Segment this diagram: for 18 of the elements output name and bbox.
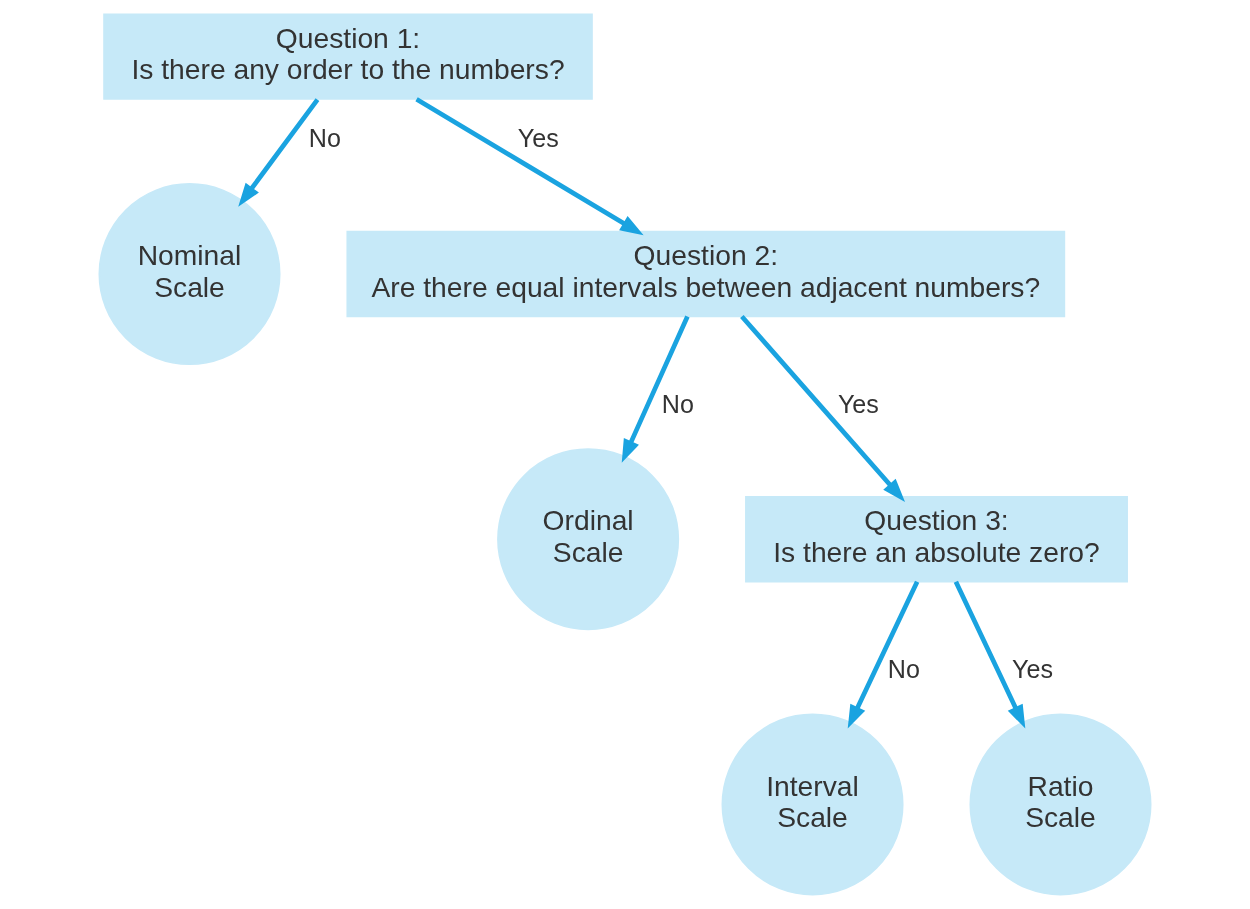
node-box: Question 3: Is there an absolute zero? (745, 496, 1128, 583)
node-circle: Interval Scale (721, 713, 904, 896)
arrow (953, 580, 1026, 729)
arrow (238, 98, 320, 207)
edge-label: No (887, 654, 920, 683)
node-box: Question 2: Are there equal intervals between adjacent numbers? (346, 230, 1066, 318)
arrow (415, 97, 644, 236)
arrow (847, 580, 920, 729)
arrow (621, 315, 690, 463)
node-circle: Ordinal Scale (497, 448, 680, 631)
edge-label: No (661, 389, 694, 418)
node-circle: Ratio Scale (969, 713, 1152, 896)
edge-label: No (308, 124, 341, 153)
arrow (740, 315, 906, 502)
node-box: Question 1: Is there any order to the numbers? (103, 13, 593, 100)
edge-label: Yes (837, 389, 879, 418)
edge-label: Yes (517, 124, 559, 153)
edge-label: Yes (1012, 654, 1054, 683)
